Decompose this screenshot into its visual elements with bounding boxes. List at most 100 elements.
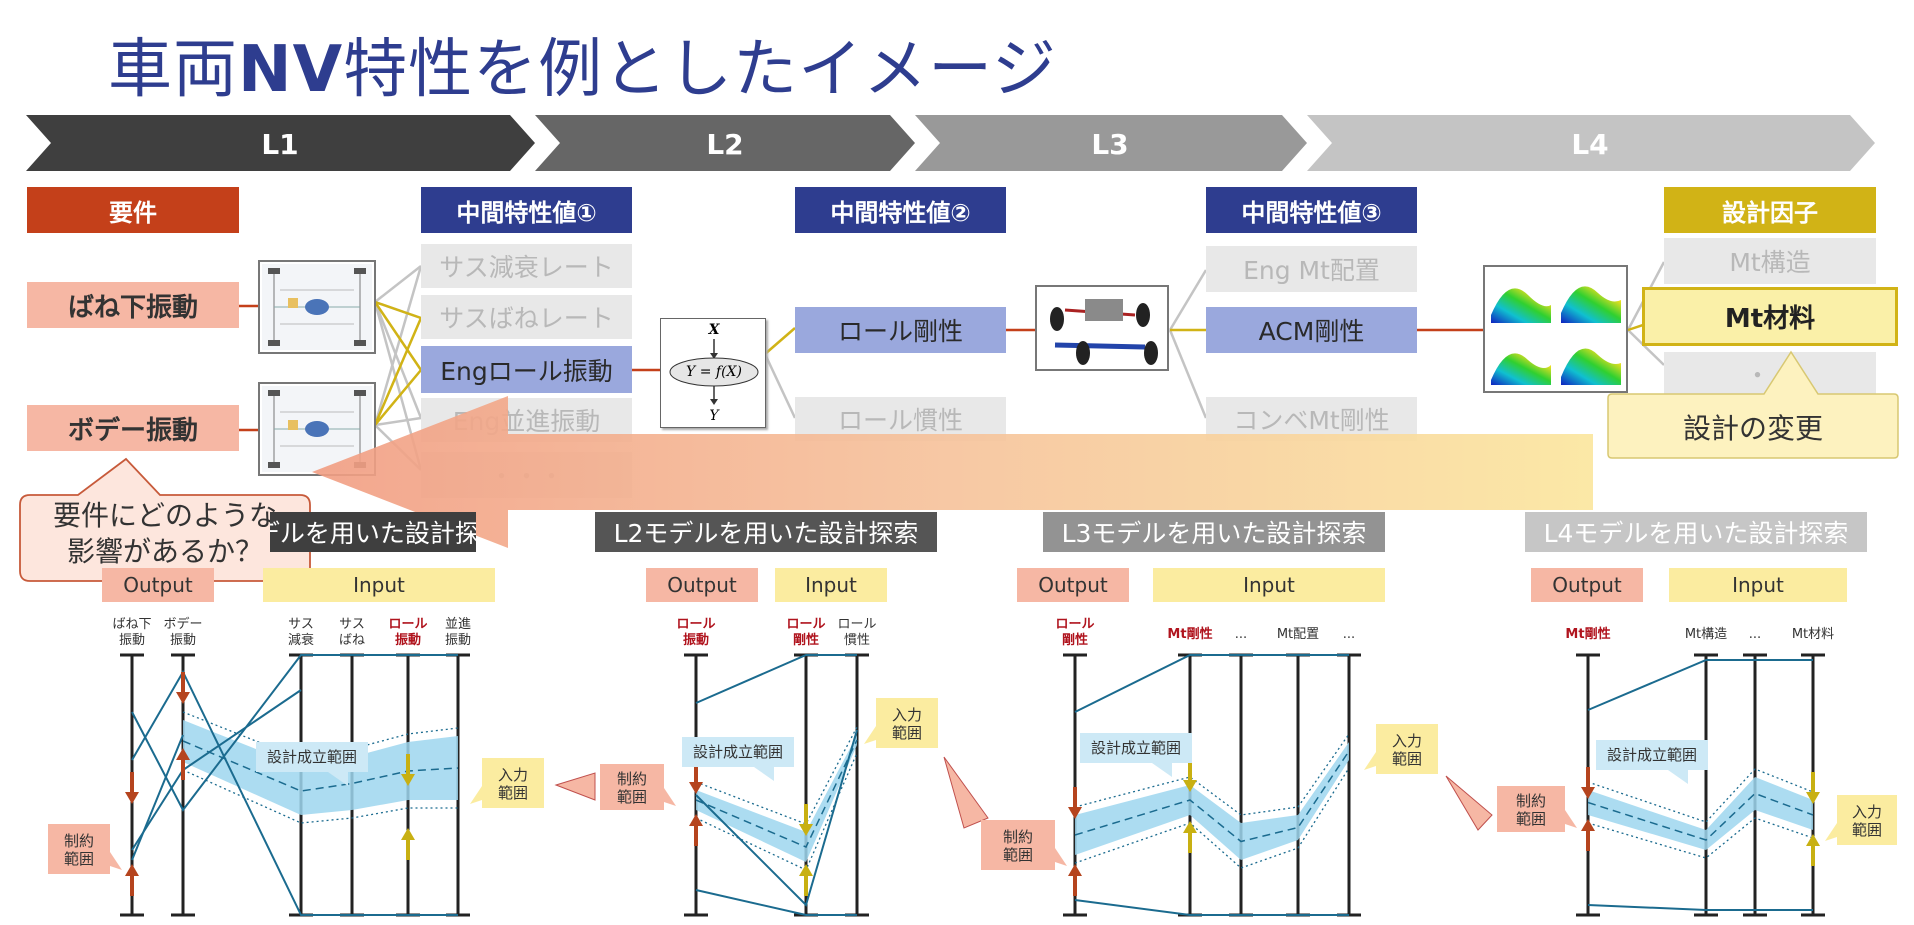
model-formula-graphic bbox=[669, 339, 759, 405]
l3-feasible-band-lower bbox=[1074, 767, 1350, 869]
chevron-l2 bbox=[535, 115, 915, 171]
chevron-l4 bbox=[1307, 115, 1875, 171]
l3-constraint-callout-tail bbox=[1055, 848, 1067, 866]
l3-data-line bbox=[1074, 654, 1349, 713]
feedback-arrow-shape bbox=[312, 396, 1593, 548]
surface-plots-image bbox=[1483, 265, 1628, 393]
l2-data-line bbox=[695, 654, 857, 704]
l3-axis-label-line: ... bbox=[1235, 627, 1247, 642]
chevron-l1 bbox=[26, 115, 535, 171]
l2-data-line bbox=[695, 729, 858, 907]
l3-feasible-callout-tail bbox=[1152, 763, 1172, 777]
l2-axis-label: ロール剛性 bbox=[786, 617, 825, 648]
l3-input-callout-tail bbox=[1364, 752, 1376, 770]
l3-constraint-arrow-up-head bbox=[1068, 864, 1082, 876]
l4-input-callout-text-line: 入力 bbox=[1852, 803, 1882, 821]
l4-axis-label-line: ... bbox=[1749, 627, 1761, 642]
level-label-l1: L1 bbox=[261, 127, 299, 161]
l2-feasible-band-upper bbox=[695, 726, 858, 825]
section-title-l3: L3モデルを用いた設計探索 bbox=[1043, 512, 1385, 552]
mid3-item-conv-mt-stiffness: コンベMt剛性 bbox=[1206, 397, 1417, 441]
l3-axis-label: ... bbox=[1343, 627, 1355, 642]
model-formula-box: X Y = f(X) Y bbox=[660, 318, 766, 428]
l1-constraint-callout-bg bbox=[48, 824, 110, 874]
requirement-body-vibration: ボデー振動 bbox=[27, 405, 239, 451]
l2-data-line bbox=[695, 889, 857, 916]
l4-input-arrow-down-head bbox=[1806, 792, 1820, 804]
l2-input-arrow-up-head bbox=[799, 864, 813, 876]
l3-feasible-callout-text: 設計成立範囲 bbox=[1091, 739, 1181, 757]
l3-input-callout-text: 入力範囲 bbox=[1392, 732, 1422, 768]
design-change-callout-shape bbox=[1607, 350, 1899, 459]
l2-input-callout-tail bbox=[864, 726, 876, 744]
l4-input-arrow-up-head bbox=[1806, 834, 1820, 846]
mid2-item-roll-inertia: ロール慣性 bbox=[795, 397, 1006, 441]
l4-feasible-band-upper bbox=[1587, 768, 1814, 823]
l3-axis-label-line: Mt剛性 bbox=[1167, 626, 1212, 642]
mid1-item-eng-roll: Engロール振動 bbox=[421, 346, 632, 393]
l3-input-arrow-up-head bbox=[1183, 821, 1197, 833]
l1-constraint-arrow-up-head bbox=[125, 864, 139, 876]
l1-axis-label-line: ばね bbox=[339, 633, 365, 648]
l2-feasible-callout-bg bbox=[682, 737, 794, 767]
l4-feasible-band bbox=[1588, 777, 1813, 850]
l1-axis-label-line: ボデー bbox=[163, 616, 202, 632]
header-mid3: 中間特性値③ bbox=[1206, 187, 1417, 233]
arrow-l3-to-l2 bbox=[943, 756, 989, 829]
l3-axis-label: ロール剛性 bbox=[1055, 617, 1094, 648]
l4-feasible-callout-text: 設計成立範囲 bbox=[1607, 746, 1697, 764]
l2-feasible-band-mid bbox=[695, 739, 858, 848]
chassis-image bbox=[1035, 285, 1169, 371]
header-mid2: 中間特性値② bbox=[795, 187, 1006, 233]
l1-output-label: Output bbox=[102, 568, 214, 602]
section-title-l2: L2モデルを用いた設計探索 bbox=[595, 512, 937, 552]
l1-band-link bbox=[131, 734, 184, 861]
l3-input-callout-bg bbox=[1376, 724, 1438, 774]
l2-axis-label-line: 振動 bbox=[683, 632, 709, 648]
l1-axis-label: サス減衰 bbox=[288, 617, 314, 648]
l2-constraint-callout-tail bbox=[664, 788, 676, 806]
l4-data-line bbox=[1587, 659, 1813, 711]
l2-feasible-callout-tail bbox=[754, 767, 774, 781]
l1-axis-label-line: ばね下 bbox=[112, 617, 151, 632]
l2-constraint-callout-text: 制約範囲 bbox=[617, 770, 647, 806]
l1-input-callout-tail bbox=[470, 786, 482, 804]
l2-axis-label-line: 剛性 bbox=[793, 632, 819, 648]
formula-x: X bbox=[708, 322, 720, 338]
l4-axis-label: Mt構造 bbox=[1685, 627, 1727, 642]
l1-constraint-callout-tail bbox=[110, 852, 122, 870]
l3-input-callout-text-line: 範囲 bbox=[1392, 750, 1422, 768]
l1-input-arrow-up-head bbox=[401, 828, 415, 840]
l2-constraint-arrow-down-head bbox=[689, 782, 703, 794]
chevron-l3 bbox=[915, 115, 1307, 171]
l3-constraint-callout-text-line: 範囲 bbox=[1003, 846, 1033, 864]
l1-input-callout-text-line: 範囲 bbox=[498, 784, 528, 802]
l4-constraint-callout-text-line: 範囲 bbox=[1516, 810, 1546, 828]
l3-data-line bbox=[1074, 899, 1349, 916]
l1-axis-label: サスばね bbox=[339, 617, 365, 648]
l3-constraint-arrow-down-head bbox=[1068, 807, 1082, 819]
l4-axis-label-line: Mt構造 bbox=[1685, 627, 1727, 642]
section-title-l1-box: L1モデルを用いた設計探索 bbox=[270, 512, 476, 552]
mid1-item-damping: サス減衰レート bbox=[421, 244, 632, 288]
title-part-1: 車両 bbox=[108, 33, 238, 107]
l2-input-arrow-down-head bbox=[799, 824, 813, 836]
page-title: 車両NV特性を例としたイメージ bbox=[108, 18, 1057, 110]
l4-axis-label: ... bbox=[1749, 627, 1761, 642]
l4-feasible-callout-bg bbox=[1596, 740, 1708, 770]
l4-axis-label: Mt剛性 bbox=[1565, 626, 1610, 642]
l3-axis-label: Mt剛性 bbox=[1167, 626, 1212, 642]
l1-input-label: Input bbox=[263, 568, 495, 602]
l1-axis-label-line: 並進 bbox=[445, 617, 471, 632]
l1-constraint-callout-text-line: 範囲 bbox=[64, 850, 94, 868]
header-requirement: 要件 bbox=[27, 187, 239, 233]
impact-callout-line2: 影響があるか？ bbox=[66, 535, 263, 568]
formula-y: Y bbox=[709, 408, 719, 424]
suspension-diagram-image bbox=[258, 260, 376, 354]
l1-feasible-callout-text-line: 設計成立範囲 bbox=[267, 748, 357, 766]
l1-constraint-callout-text: 制約範囲 bbox=[64, 832, 94, 868]
l3-axis-label-line: ... bbox=[1343, 627, 1355, 642]
l1-axis-label: ばね下振動 bbox=[112, 617, 151, 648]
